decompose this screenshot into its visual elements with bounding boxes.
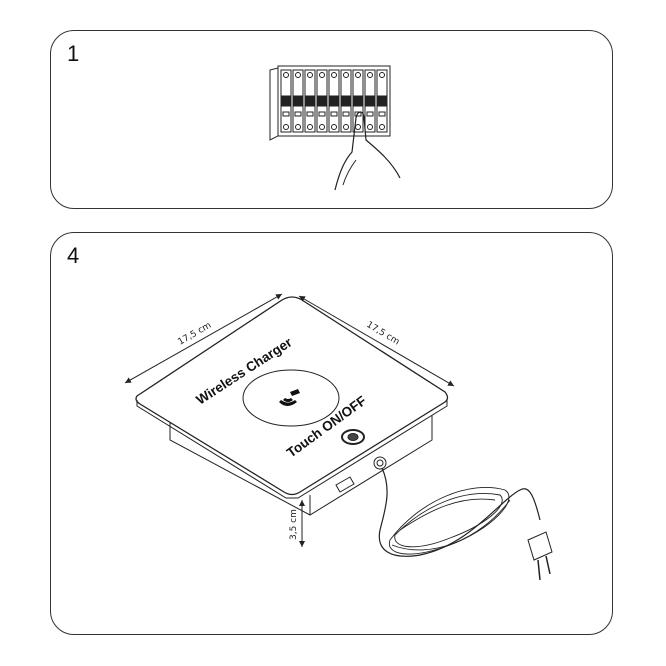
power-cable <box>378 467 541 557</box>
breaker-module <box>305 95 315 107</box>
width-dimension-arrow <box>124 293 283 384</box>
breaker-module <box>355 72 361 78</box>
breaker-module <box>331 124 337 130</box>
wireless-icon <box>279 389 300 406</box>
breaker-module <box>365 95 375 107</box>
step-4-panel: 4 <box>50 232 613 635</box>
touch-button-icon <box>341 429 365 445</box>
breaker-module <box>292 69 304 133</box>
breaker-module <box>367 124 373 130</box>
breaker-module <box>364 69 376 133</box>
plug-icon <box>527 531 553 581</box>
breaker-module <box>304 69 316 133</box>
breaker-module <box>307 124 313 130</box>
breaker-module <box>366 111 374 117</box>
breaker-module <box>319 124 325 130</box>
height-label: 3,5 cm <box>289 509 299 540</box>
breaker-module <box>354 111 362 117</box>
breaker-module <box>329 95 339 107</box>
breaker-module <box>341 95 351 107</box>
breaker-module <box>342 111 350 117</box>
breaker-module <box>340 69 352 133</box>
breaker-module <box>379 72 385 78</box>
breaker-module <box>379 124 385 130</box>
breaker-module <box>330 111 338 117</box>
depth-dimension-arrow <box>298 295 455 387</box>
usb-port-icon <box>335 476 355 493</box>
breaker-module <box>343 124 349 130</box>
breaker-module <box>282 111 290 117</box>
breaker-module <box>316 69 328 133</box>
coiled-cable <box>388 487 511 555</box>
breaker-module <box>328 69 340 133</box>
breaker-module <box>331 72 337 78</box>
breaker-module <box>376 69 388 133</box>
breaker-module <box>280 69 292 133</box>
breaker-module <box>283 72 289 78</box>
breaker-module <box>319 72 325 78</box>
breaker-module <box>295 124 301 130</box>
breaker-module <box>317 95 327 107</box>
breaker-module <box>355 124 361 130</box>
breaker-module <box>283 124 289 130</box>
breaker-panel-illustration <box>269 65 401 191</box>
breaker-module <box>306 111 314 117</box>
breaker-module <box>353 95 363 107</box>
breaker-module <box>343 72 349 78</box>
step-1-panel: 1 <box>50 30 613 209</box>
breaker-module <box>378 111 386 117</box>
breaker-module <box>318 111 326 117</box>
breaker-module <box>281 95 291 107</box>
breaker-module <box>377 95 387 107</box>
step-number: 1 <box>67 41 80 66</box>
breaker-module <box>367 72 373 78</box>
breaker-module <box>352 69 364 133</box>
breaker-module <box>307 72 313 78</box>
breaker-module <box>293 95 303 107</box>
breaker-module <box>294 111 302 117</box>
breaker-module <box>295 72 301 78</box>
wireless-charger-illustration <box>124 293 553 581</box>
step-number: 4 <box>67 243 80 268</box>
